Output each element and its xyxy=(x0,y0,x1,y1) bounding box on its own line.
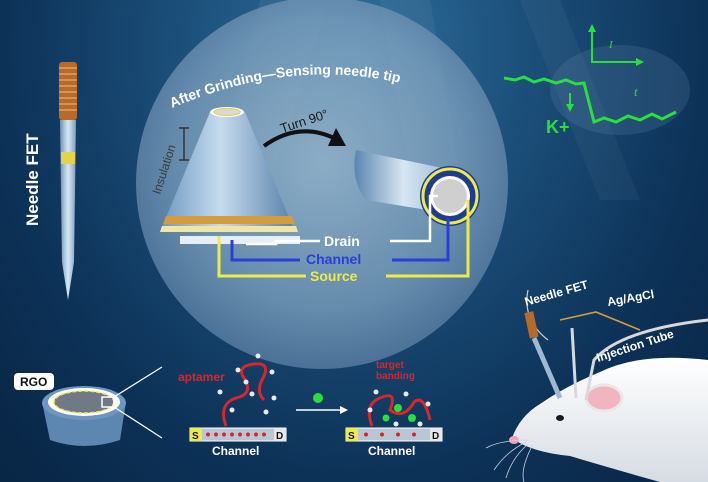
needle-fet-label: Needle FET xyxy=(23,133,42,226)
turn-arrowhead xyxy=(328,128,346,146)
rotated-needle-tip xyxy=(354,150,480,226)
target-binding-label: target banding xyxy=(376,360,415,382)
d-right-label: D xyxy=(432,431,439,442)
implanted-probes xyxy=(524,289,708,401)
rgo-electrode xyxy=(42,386,126,446)
drain-label: Drain xyxy=(324,233,360,249)
aptamer-strand xyxy=(222,362,268,427)
channel-label: Channel xyxy=(306,251,361,267)
axis-i-label: I xyxy=(608,39,614,51)
rgo-badge xyxy=(14,373,54,390)
bound-aptamer-strand xyxy=(367,394,432,427)
k-plus-label: K+ xyxy=(546,117,570,137)
channel-left-label: Channel xyxy=(212,444,259,458)
aptamer-beads xyxy=(217,353,277,415)
turn-arrow xyxy=(262,129,339,148)
mouse-illustration xyxy=(485,357,708,482)
signal-plot xyxy=(503,24,690,135)
source-label: Source xyxy=(310,268,358,284)
insulation-marker xyxy=(179,127,189,161)
needle-fet-mouse-label: Needle FET xyxy=(523,277,590,309)
target-binding-label-line2: banding xyxy=(376,371,415,382)
s-left-label: S xyxy=(192,431,199,442)
s-right-label: S xyxy=(348,431,355,442)
rgo-label: RGO xyxy=(20,375,47,389)
channel-right-label: Channel xyxy=(368,444,415,458)
aptamer-label: aptamer xyxy=(178,370,225,384)
axis-t-label: t xyxy=(634,84,638,99)
channel-bar-right xyxy=(345,427,443,442)
ag-agcl-label: Ag/AgCl xyxy=(606,287,655,309)
ground-cone xyxy=(160,107,300,244)
bound-targets xyxy=(382,404,416,422)
needle-fet-illustration xyxy=(59,62,77,300)
d-left-label: D xyxy=(276,431,283,442)
target-molecule xyxy=(313,393,323,403)
